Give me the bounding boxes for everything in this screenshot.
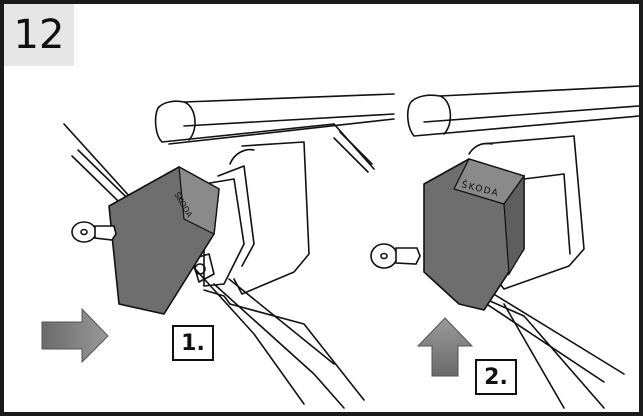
panel-1-key-icon (71, 221, 117, 243)
panel-1-cover: ŠKODA (108, 165, 220, 315)
panel-1-arrow-right-icon (41, 307, 109, 364)
roof-rack-illustration: ŠKODA (41, 85, 639, 409)
panel-2-arrow-up-icon (416, 317, 474, 377)
panel-2-key-icon (370, 243, 421, 269)
panel-2-cover: ŠKODA (423, 158, 525, 311)
step-number: 12 (4, 4, 74, 66)
step-label-2: 2. (475, 359, 517, 395)
step-label-1: 1. (172, 325, 214, 361)
panel-1-drawing (63, 93, 395, 409)
